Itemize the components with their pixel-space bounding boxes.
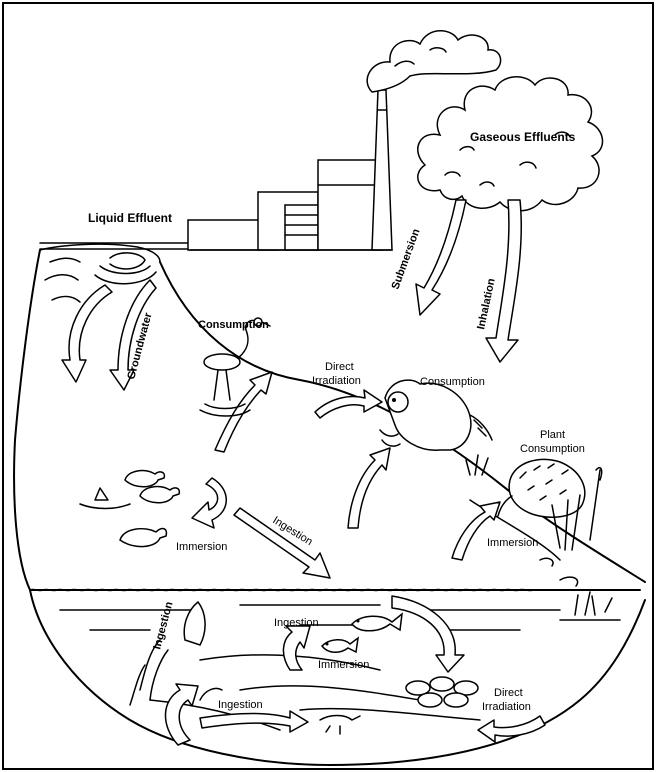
label-direct-irradiation-2b: Irradiation <box>482 701 531 713</box>
label-plant-consumption-2: Consumption <box>520 443 585 455</box>
label-immersion-water: Immersion <box>318 659 369 671</box>
label-immersion-ducks: Immersion <box>176 541 227 553</box>
label-consumption-bird: Consumption <box>198 319 269 331</box>
label-consumption-raccoon: Consumption <box>420 376 485 388</box>
label-direct-irradiation-1b: Irradiation <box>312 375 361 387</box>
label-plant-consumption-1: Plant <box>540 429 565 441</box>
label-immersion-right: Immersion <box>487 537 538 549</box>
label-ingestion-water-bottom: Ingestion <box>218 699 263 711</box>
label-direct-irradiation-1a: Direct <box>325 361 354 373</box>
label-liquid-effluent: Liquid Effluent <box>88 211 172 225</box>
label-gaseous-effluents: Gaseous Effluents <box>470 130 576 144</box>
label-ingestion-water-top: Ingestion <box>274 617 319 629</box>
label-direct-irradiation-2a: Direct <box>494 687 523 699</box>
